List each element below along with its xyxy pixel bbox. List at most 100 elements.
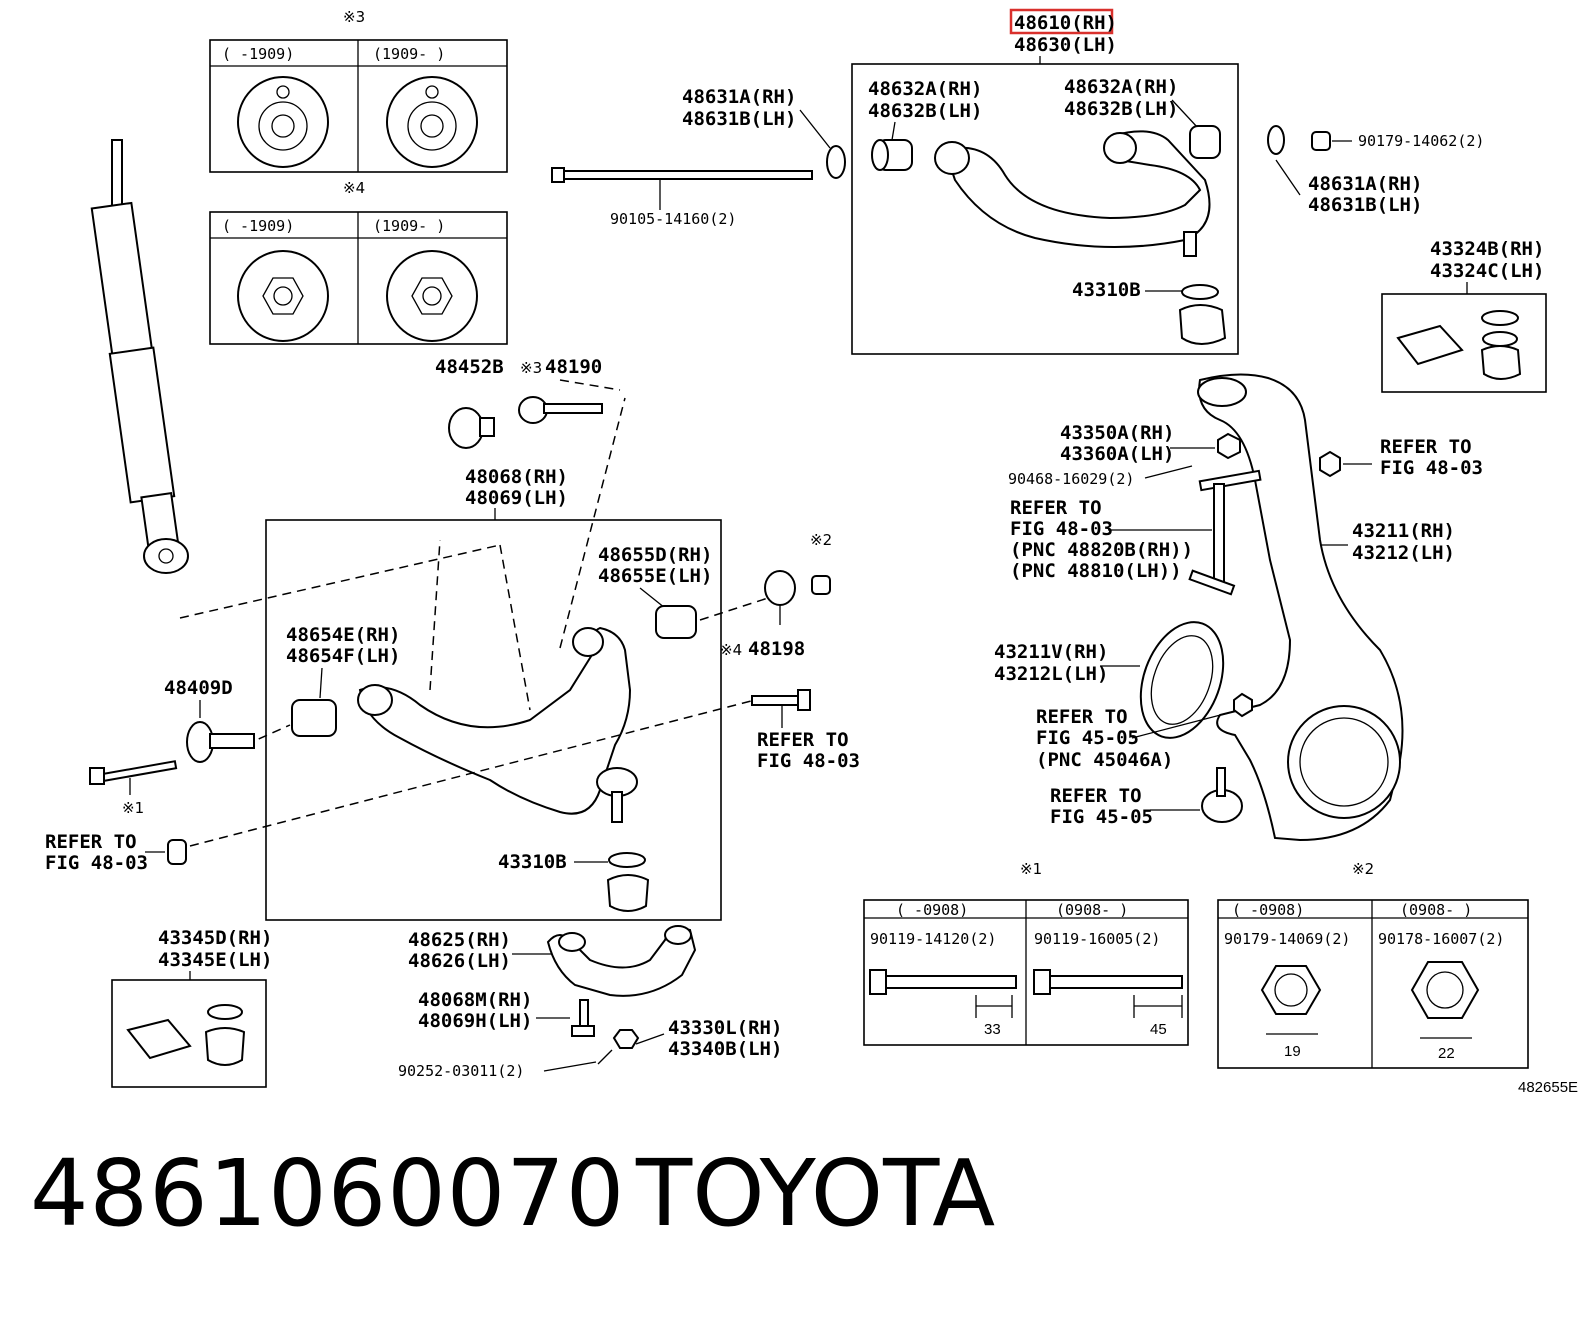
table2-col2-range: (0908- )	[1400, 901, 1472, 919]
label-refer3-a: REFER TO	[1010, 497, 1102, 519]
table2-col1-part: 90179-14069(2)	[1224, 930, 1350, 948]
label-boot-lower: 43310B	[498, 851, 567, 873]
brand-caption: TOYOTA	[636, 1140, 996, 1247]
table2-col1-range: ( -0908)	[1232, 901, 1304, 919]
note-mark-4-inline: ※4	[720, 641, 742, 659]
label-refer5-c: (PNC 45046A)	[1036, 749, 1173, 771]
note-mark-2-a: ※2	[810, 531, 832, 549]
label-upper-arm-lh: 48630(LH)	[1014, 34, 1117, 56]
label-refer3-d: (PNC 48810(LH))	[1010, 560, 1182, 582]
label-kit-d: 43345D(RH)	[158, 927, 272, 949]
label-refer1-b: FIG 48-03	[45, 852, 148, 874]
label-washer-lower: 48198	[748, 638, 805, 660]
label-cam-bolt: 48190	[545, 356, 602, 378]
nut-table: ※2 ( -0908) (0908- ) 90179-14069(2) 9017…	[1217, 860, 1529, 1069]
note-mark-1-a: ※1	[122, 799, 144, 817]
label-washer2-a: 48631A(RH)	[1308, 173, 1422, 195]
label-cam-plate: 48452B	[435, 356, 504, 378]
figure-id: 482655E	[1518, 1079, 1578, 1096]
knuckle-group: 43211(RH) 43212(LH) REFER TO FIG 48-03 4…	[994, 373, 1483, 842]
label-bush2-a: 48632A(RH)	[1064, 76, 1178, 98]
table1-col1-dim: 33	[984, 1021, 1001, 1038]
table1-col1-part: 90119-14120(2)	[870, 930, 996, 948]
label-refer4-b: FIG 48-03	[1380, 457, 1483, 479]
note-mark-3: ※3	[343, 8, 365, 26]
label-seal-rh: 43211V(RH)	[994, 641, 1108, 663]
cam-bolt-group: 48452B ※3 48190	[435, 356, 621, 449]
lower-right-hardware: ※2 ※4 48198 REFER TO FIG 48-03	[720, 531, 860, 772]
bolt-table: ※1 ( -0908) (0908- ) 90119-14120(2) 9011…	[863, 860, 1189, 1046]
label-lower-arm-lh: 48069(LH)	[465, 487, 568, 509]
label-stop-lh: 48626(LH)	[408, 950, 511, 972]
label-lbush2-e: 48654E(RH)	[286, 624, 400, 646]
note-mark-1-b: ※1	[1020, 860, 1042, 878]
label-kit-b: 43324B(RH)	[1430, 238, 1544, 260]
label-washer-a: 48631A(RH)	[682, 86, 796, 108]
label-refer6-b: FIG 45-05	[1050, 806, 1153, 828]
label-stopbolt-lh: 48069H(LH)	[418, 1010, 532, 1032]
table2-col1-dim: 19	[1284, 1043, 1301, 1060]
label-refer3-b: FIG 48-03	[1010, 518, 1113, 540]
label-nut-upper: 90179-14062(2)	[1358, 132, 1484, 150]
label-washer-b: 48631B(LH)	[682, 108, 796, 130]
label-refer6-a: REFER TO	[1050, 785, 1142, 807]
cam-box-3: ※3 ( -1909) (1909- )	[209, 8, 508, 173]
label-refer5-b: FIG 45-05	[1036, 727, 1139, 749]
label-refer5-a: REFER TO	[1036, 706, 1128, 728]
label-knuckle-rh: 43211(RH)	[1352, 520, 1455, 542]
table1-col2-range: (0908- )	[1056, 901, 1128, 919]
bump-stop-group: 48625(RH) 48626(LH) 48068M(RH) 48069H(LH…	[398, 925, 782, 1080]
label-boot-upper: 43310B	[1072, 279, 1141, 301]
cam3-left-range: ( -1909)	[222, 45, 294, 63]
label-bolt-upper: 90105-14160(2)	[610, 210, 736, 228]
label-seal-lh: 43212L(LH)	[994, 663, 1108, 685]
label-refer3-c: (PNC 48820B(RH))	[1010, 539, 1193, 561]
label-refer4-a: REFER TO	[1380, 436, 1472, 458]
shock-absorber	[90, 139, 189, 574]
part-number-caption: 4861060070	[30, 1140, 626, 1247]
label-refer1-a: REFER TO	[45, 831, 137, 853]
label-cotter: 90252-03011(2)	[398, 1062, 524, 1080]
table1-col2-dim: 45	[1150, 1021, 1167, 1038]
label-cam-plate2: 48409D	[164, 677, 233, 699]
lower-arm-group: 48068(RH) 48069(LH) 48655D(RH) 48655E(LH…	[179, 397, 769, 921]
label-refer2-b: FIG 48-03	[757, 750, 860, 772]
highlight-box	[1009, 8, 1114, 35]
label-nut-l: 43330L(RH)	[668, 1017, 782, 1039]
label-bush2-b: 48632B(LH)	[1064, 98, 1178, 120]
cam3-right-range: (1909- )	[373, 45, 445, 63]
label-lower-arm-rh: 48068(RH)	[465, 466, 568, 488]
note-mark-4: ※4	[343, 179, 365, 197]
label-bush-b: 48632B(LH)	[868, 100, 982, 122]
table1-col2-part: 90119-16005(2)	[1034, 930, 1160, 948]
upper-arm-group: 48610(RH) 48630(LH) 48632A(RH) 48632B(LH…	[851, 8, 1239, 355]
label-lbush-d: 48655D(RH)	[598, 544, 712, 566]
label-bolt-90468: 90468-16029(2)	[1008, 470, 1134, 488]
label-nut-b: 43340B(LH)	[668, 1038, 782, 1060]
label-knuckle-a-lh: 43360A(LH)	[1060, 443, 1174, 465]
note-mark-2-b: ※2	[1352, 860, 1374, 878]
cam4-left-range: ( -1909)	[222, 217, 294, 235]
label-knuckle-lh: 43212(LH)	[1352, 542, 1455, 564]
label-kit-c: 43324C(LH)	[1430, 260, 1544, 282]
cam4-right-range: (1909- )	[373, 217, 445, 235]
kit-43345: 43345D(RH) 43345E(LH)	[111, 927, 272, 1088]
cam-box-4: ※4 ( -1909) (1909- )	[209, 179, 508, 345]
table2-col2-part: 90178-16007(2)	[1378, 930, 1504, 948]
kit-43324: 43324B(RH) 43324C(LH)	[1381, 238, 1547, 393]
note-mark-3-inline: ※3	[520, 359, 542, 377]
label-kit-e: 43345E(LH)	[158, 949, 272, 971]
lower-left-hardware: 48409D ※1 REFER TO FIG 48-03	[45, 677, 255, 874]
label-refer2-a: REFER TO	[757, 729, 849, 751]
label-lbush-e: 48655E(LH)	[598, 565, 712, 587]
label-bush-a: 48632A(RH)	[868, 78, 982, 100]
label-upper-arm-rh: 48610(RH)	[1014, 12, 1117, 34]
label-stop-rh: 48625(RH)	[408, 929, 511, 951]
upper-bolt-group: 48631A(RH) 48631B(LH) 90105-14160(2) 486…	[551, 86, 1484, 228]
table2-col2-dim: 22	[1438, 1045, 1455, 1062]
label-stopbolt-rh: 48068M(RH)	[418, 989, 532, 1011]
label-knuckle-a-rh: 43350A(RH)	[1060, 422, 1174, 444]
label-washer2-b: 48631B(LH)	[1308, 194, 1422, 216]
